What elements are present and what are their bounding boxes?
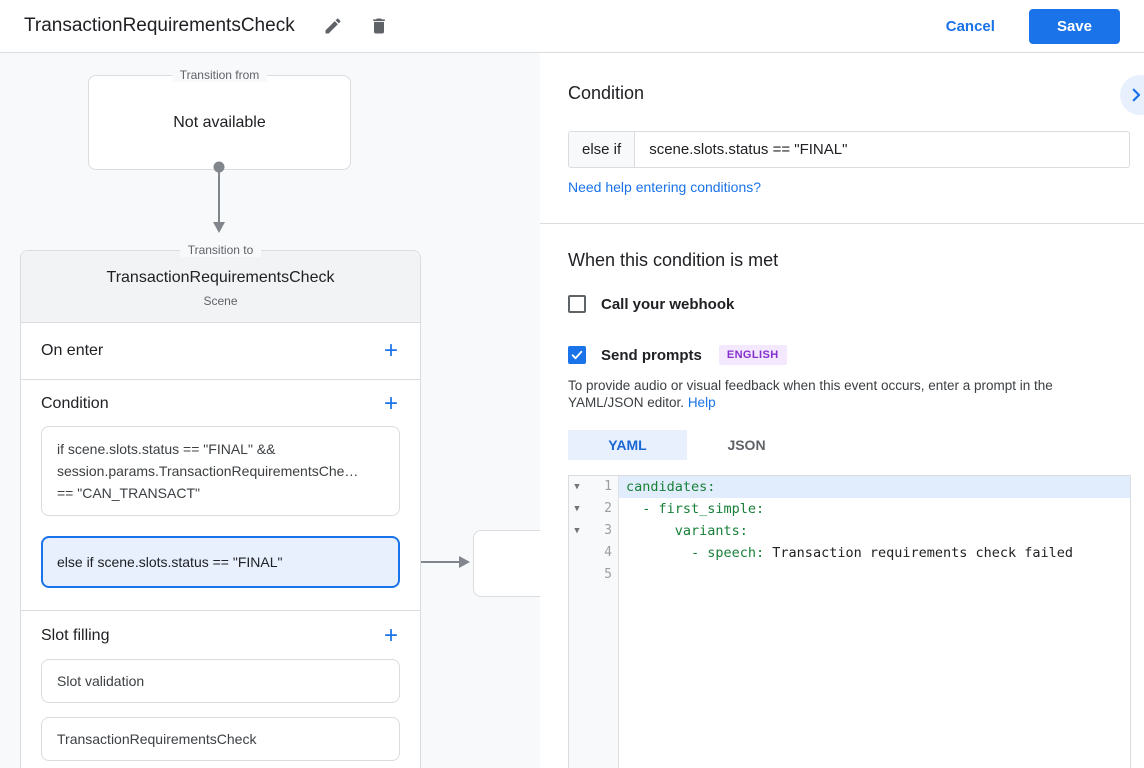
pencil-icon (323, 16, 343, 36)
condition-items: if scene.slots.status == "FINAL" &&sessi… (41, 426, 400, 588)
condition-expression-row: else if (568, 131, 1130, 168)
on-enter-label: On enter (41, 342, 104, 359)
chevron-right-icon (1127, 86, 1144, 104)
code-line-content[interactable]: - speech: Transaction requirements check… (626, 545, 1074, 561)
header-bar: TransactionRequirementsCheck Cancel Save (0, 0, 1144, 53)
scene-card-header[interactable]: TransactionRequirementsCheck Scene (21, 251, 420, 323)
transition-to-legend: Transition to (179, 243, 262, 257)
fold-arrow-icon[interactable]: ▼ (574, 482, 580, 492)
condition-expression-input[interactable] (635, 132, 1129, 167)
editor-gutter-fill (569, 586, 619, 768)
on-enter-section: On enter + (21, 323, 420, 380)
editor-gutter: 5 (569, 564, 619, 586)
fold-arrow-icon[interactable]: ▼ (574, 526, 580, 536)
call-webhook-row[interactable]: Call your webhook (568, 295, 734, 313)
collapse-panel-button[interactable] (1120, 75, 1144, 115)
webhook-checkbox[interactable] (568, 295, 586, 313)
webhook-label: Call your webhook (601, 295, 735, 313)
panel-title: Condition (568, 83, 645, 103)
scene-flow-canvas[interactable]: Transition from Not available Transition… (0, 53, 541, 768)
help-link[interactable]: Help (687, 395, 716, 410)
transition-from-box: Transition from Not available (88, 68, 351, 170)
editor-gutter: ▼3 (569, 520, 619, 542)
code-line-content[interactable]: variants: (626, 523, 748, 539)
tab-json[interactable]: JSON (687, 430, 806, 460)
prompt-helper-text: To provide audio or visual feedback when… (568, 378, 1053, 410)
slot-filling-label: Slot filling (41, 627, 110, 644)
send-prompts-row[interactable]: Send prompts ENGLISH (568, 345, 787, 365)
line-number: 3 (604, 523, 612, 538)
code-line-content[interactable]: - first_simple: (626, 501, 765, 517)
add-condition-button[interactable]: + (383, 390, 398, 417)
panel-divider (540, 223, 1144, 224)
editor-line[interactable]: 4 - speech: Transaction requirements che… (569, 542, 1130, 564)
next-scene-box[interactable] (473, 530, 541, 597)
add-on-enter-button[interactable]: + (383, 337, 398, 364)
code-line-content[interactable] (619, 564, 1130, 586)
transition-from-legend: Transition from (171, 68, 268, 82)
condition-item[interactable]: if scene.slots.status == "FINAL" &&sessi… (41, 426, 400, 516)
language-badge: ENGLISH (718, 345, 787, 365)
line-number: 5 (604, 567, 612, 582)
line-number: 1 (604, 479, 612, 494)
editor-tabs: YAML JSON (568, 430, 806, 460)
condition-section: Condition + if scene.slots.status == "FI… (21, 380, 420, 611)
code-line-content[interactable]: candidates: (619, 476, 1130, 498)
slot-filling-item[interactable]: TransactionRequirementsCheck (41, 717, 400, 761)
editor-line[interactable]: ▼3 variants: (569, 520, 1130, 542)
trash-icon (369, 16, 389, 36)
editor-line[interactable]: 5 (569, 564, 1130, 586)
scene-name: TransactionRequirementsCheck (106, 269, 335, 286)
editor-gutter: ▼2 (569, 498, 619, 520)
editor-gutter: ▼1 (569, 476, 619, 498)
fold-arrow-icon[interactable]: ▼ (574, 504, 580, 514)
line-number: 4 (604, 545, 612, 560)
scene-type-label: Scene (203, 294, 238, 308)
condition-section-label: Condition (41, 395, 109, 412)
condition-item-selected[interactable]: else if scene.slots.status == "FINAL" (41, 536, 400, 588)
condition-help-link[interactable]: Need help entering conditions? (568, 179, 762, 195)
checkmark-icon (570, 348, 584, 362)
send-prompts-checkbox[interactable] (568, 346, 586, 364)
condition-prefix: else if (569, 132, 636, 167)
editor-gutter: 4 (569, 542, 619, 564)
line-number: 2 (604, 501, 612, 516)
add-slot-button[interactable]: + (383, 622, 398, 649)
send-prompts-label: Send prompts (601, 346, 702, 364)
when-met-title: When this condition is met (568, 250, 779, 270)
page-title: TransactionRequirementsCheck (24, 15, 295, 36)
cancel-button[interactable]: Cancel (945, 17, 995, 35)
condition-detail-panel: Condition else if Need help entering con… (540, 53, 1144, 768)
scene-card: Transition to TransactionRequirementsChe… (20, 243, 421, 768)
transition-from-content: Not available (173, 113, 266, 131)
editor-line[interactable]: ▼2 - first_simple: (569, 498, 1130, 520)
slot-filling-item[interactable]: Slot validation (41, 659, 400, 703)
save-button[interactable]: Save (1028, 8, 1120, 44)
delete-scene-button[interactable] (363, 10, 395, 42)
tab-yaml[interactable]: YAML (568, 430, 687, 460)
edit-scene-button[interactable] (317, 10, 349, 42)
